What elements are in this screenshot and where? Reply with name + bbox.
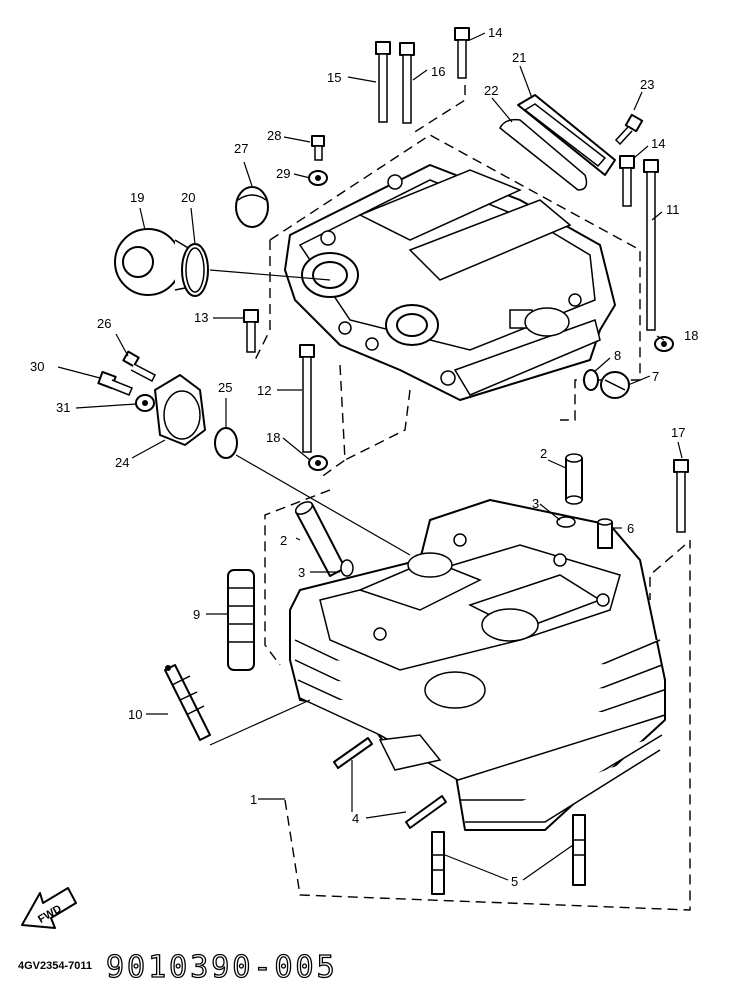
part-13-bolt (243, 309, 259, 353)
callout-23: 23 (640, 77, 654, 92)
part-24-holder (154, 374, 206, 446)
reference-code: 4GV2354-7011 (18, 960, 93, 972)
part-18-washer-right (654, 336, 674, 352)
callout-16: 16 (431, 64, 445, 79)
callout-14: 14 (488, 25, 502, 40)
part-25-o-ring (214, 427, 238, 459)
callout-25: 25 (218, 380, 232, 395)
callout-29: 29 (276, 166, 290, 181)
callout-18: 18 (684, 328, 698, 343)
part-5-stud-left (431, 831, 445, 895)
fwd-arrow-icon: FWD (21, 887, 77, 929)
callout-22: 22 (484, 83, 498, 98)
leader-lines (57, 32, 683, 881)
lower-group-outline (264, 489, 691, 911)
callout-30: 30 (30, 359, 44, 374)
callout-9: 9 (193, 607, 200, 622)
part-31-washer (135, 394, 155, 412)
part-3-circlip-left (340, 559, 354, 577)
callout-19: 19 (130, 190, 144, 205)
cylinder-head-cover (284, 164, 616, 401)
callout-24: 24 (115, 455, 129, 470)
callout-2: 2 (280, 533, 287, 548)
callout-13: 13 (194, 310, 208, 325)
callout-labels: 1 2 2 3 3 4 5 6 7 8 9 10 11 12 13 14 14 … (30, 25, 698, 889)
callout-7: 7 (652, 369, 659, 384)
part-4-stud-right (405, 795, 447, 829)
callout-14: 14 (651, 136, 665, 151)
callout-31: 31 (56, 400, 70, 415)
part-20-o-ring (181, 243, 209, 297)
callout-20: 20 (181, 190, 195, 205)
part-7-cap (600, 371, 630, 399)
part-21-cover-plate (517, 94, 616, 176)
part-5-stud-right (572, 814, 586, 886)
callout-15: 15 (327, 70, 341, 85)
part-6-dowel (597, 518, 613, 549)
cylinder-head (289, 499, 666, 831)
part-15-bolt (375, 41, 391, 123)
part-22-gasket (499, 118, 588, 191)
part-9-pin (227, 569, 255, 671)
callout-18: 18 (266, 430, 280, 445)
callout-11: 11 (666, 202, 680, 217)
part-29-nut (308, 170, 328, 186)
part-26-screw (122, 350, 156, 383)
part-28-bolt (311, 135, 325, 161)
callout-26: 26 (97, 316, 111, 331)
part-17-bolt (673, 459, 689, 533)
part-18-washer-left (308, 455, 328, 471)
callout-28: 28 (267, 128, 281, 143)
callout-3: 3 (298, 565, 305, 580)
callout-21: 21 (512, 50, 526, 65)
callout-27: 27 (234, 141, 248, 156)
part-10-spark-plug (164, 664, 211, 741)
callout-17: 17 (671, 425, 685, 440)
catalog-code: 9010390-005 (105, 949, 338, 985)
callout-12: 12 (257, 383, 271, 398)
callout-8: 8 (614, 348, 621, 363)
part-27-plug (235, 186, 269, 228)
part-30-bolt (97, 370, 133, 396)
callout-2: 2 (540, 446, 547, 461)
part-3-circlip-right (556, 516, 576, 528)
part-11-stud (643, 159, 659, 331)
callout-10: 10 (128, 707, 142, 722)
part-16-bolt (399, 42, 415, 124)
part-8-o-ring (583, 369, 599, 391)
part-12-bolt (299, 344, 315, 453)
part-14-bolt-right (619, 155, 635, 207)
callout-4: 4 (352, 811, 359, 826)
part-4-stud-left (333, 737, 373, 769)
callout-6: 6 (627, 521, 634, 536)
part-2-valve-guide-right (565, 453, 583, 505)
callout-1: 1 (250, 792, 257, 807)
callout-3: 3 (532, 496, 539, 511)
callout-5: 5 (511, 874, 518, 889)
part-23-bolt (614, 113, 644, 146)
part-14-bolt-top (454, 27, 470, 79)
